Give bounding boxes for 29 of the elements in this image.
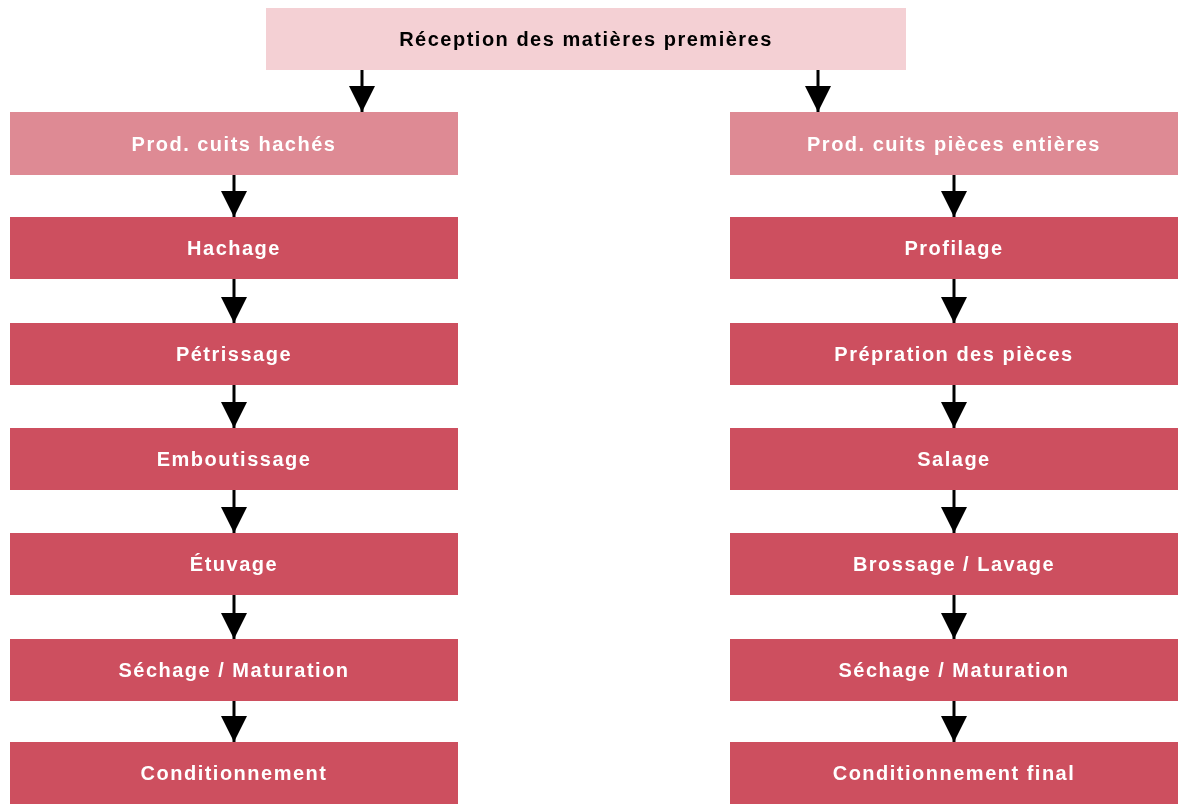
arrow: [941, 595, 967, 639]
process-box: Réception des matières premières: [266, 8, 906, 70]
arrow: [941, 175, 967, 217]
arrow: [221, 175, 247, 217]
process-box: Prépration des pièces: [730, 323, 1178, 385]
process-box: Prod. cuits hachés: [10, 112, 458, 175]
process-box: Conditionnement: [10, 742, 458, 804]
process-box: Brossage / Lavage: [730, 533, 1178, 595]
arrow: [221, 279, 247, 323]
arrow: [941, 279, 967, 323]
process-box: Prod. cuits pièces entières: [730, 112, 1178, 175]
arrow: [349, 70, 375, 112]
arrow: [941, 385, 967, 428]
arrow: [221, 490, 247, 533]
arrow: [221, 385, 247, 428]
process-box: Étuvage: [10, 533, 458, 595]
process-box: Profilage: [730, 217, 1178, 279]
process-box: Emboutissage: [10, 428, 458, 490]
process-box: Séchage / Maturation: [730, 639, 1178, 701]
arrow: [805, 70, 831, 112]
process-box: Salage: [730, 428, 1178, 490]
arrow: [221, 701, 247, 742]
process-box: Hachage: [10, 217, 458, 279]
arrow: [941, 490, 967, 533]
process-box: Conditionnement final: [730, 742, 1178, 804]
process-box: Pétrissage: [10, 323, 458, 385]
arrow: [941, 701, 967, 742]
process-box: Séchage / Maturation: [10, 639, 458, 701]
arrow: [221, 595, 247, 639]
